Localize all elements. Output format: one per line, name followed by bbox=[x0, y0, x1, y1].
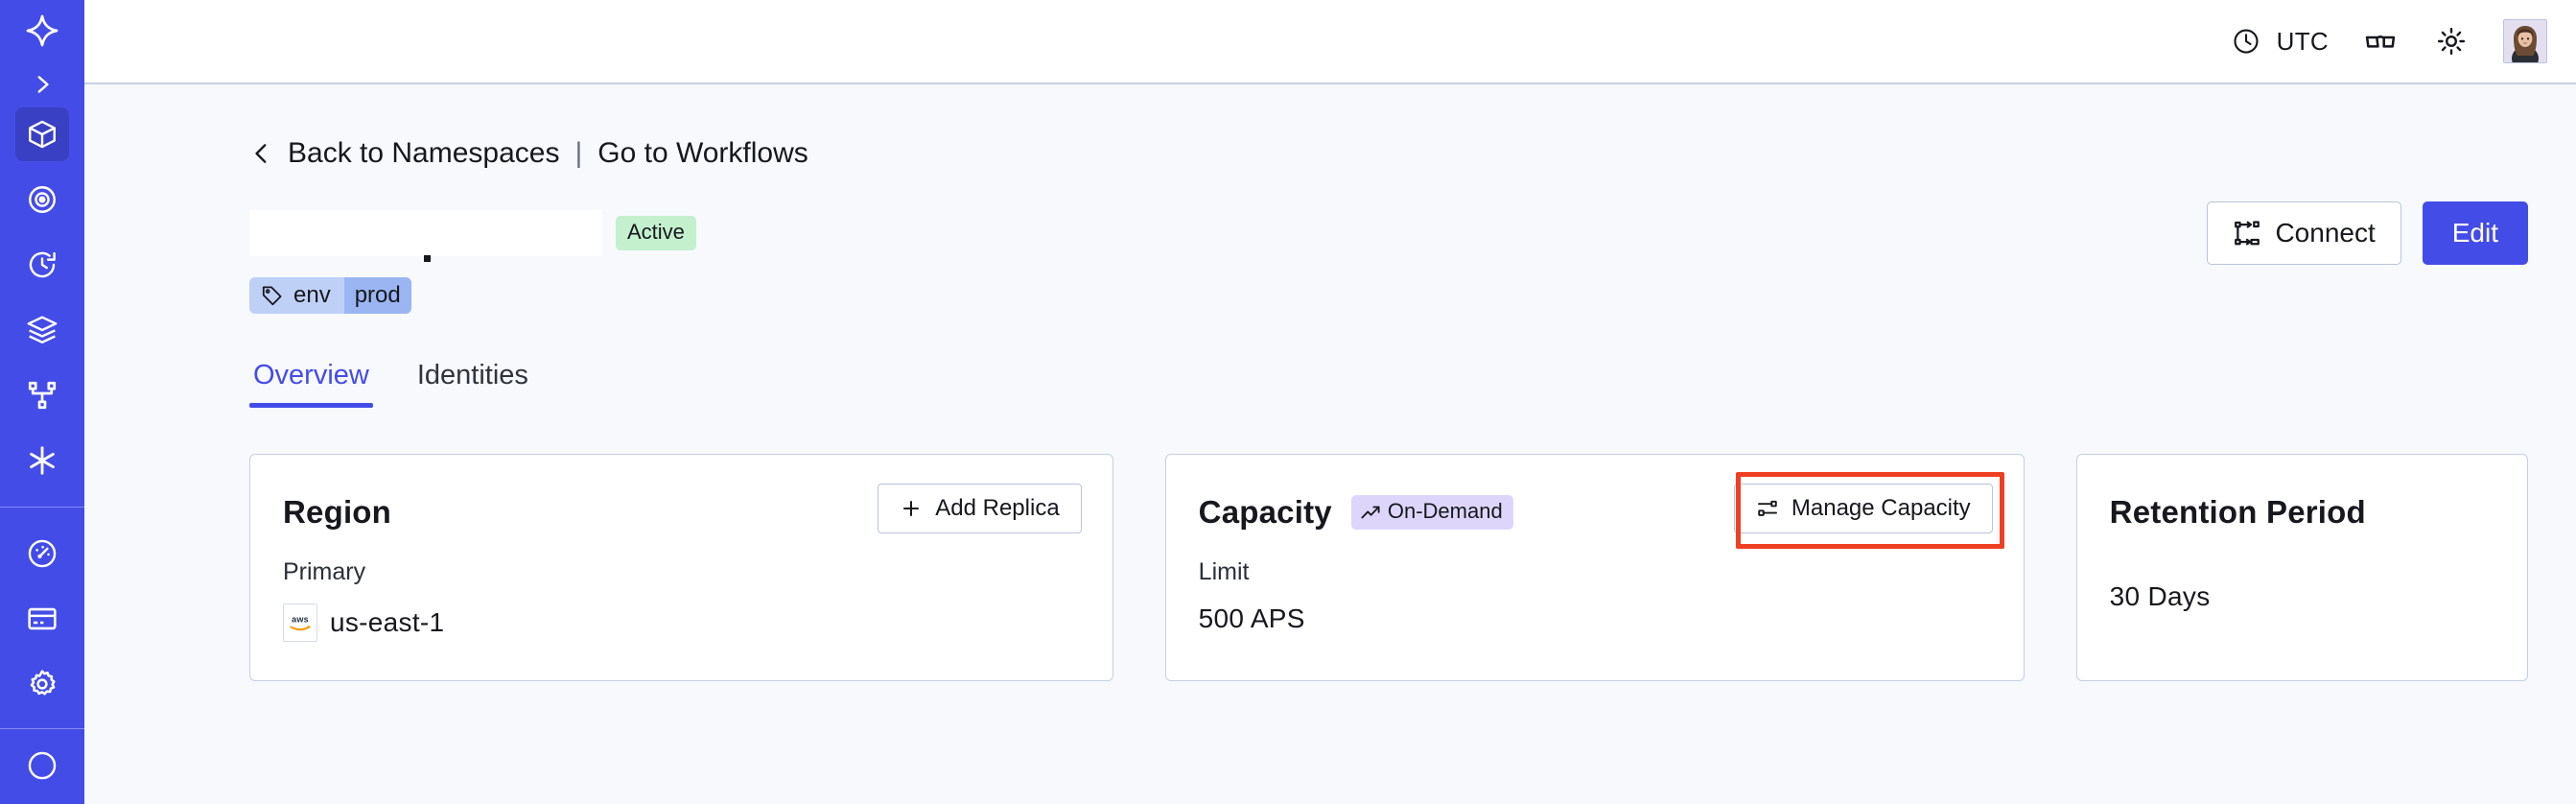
tab-overview-label: Overview bbox=[253, 360, 369, 390]
capacity-card: Capacity On-Demand bbox=[1164, 454, 2025, 681]
sidebar-item-observe[interactable] bbox=[15, 173, 69, 226]
sidebar-item-billing[interactable] bbox=[15, 592, 69, 646]
aws-logo-icon: aws bbox=[283, 603, 317, 642]
add-replica-label: Add Replica bbox=[935, 495, 1060, 521]
sidebar-item-namespaces[interactable] bbox=[15, 107, 69, 161]
breadcrumb-workflows-link[interactable]: Go to Workflows bbox=[597, 137, 808, 169]
breadcrumb-back-link[interactable]: Back to Namespaces bbox=[288, 137, 560, 169]
tabs-container: Overview Identities bbox=[84, 360, 2576, 408]
namespace-name-redaction bbox=[424, 255, 431, 262]
connect-flow-icon bbox=[2233, 219, 2261, 248]
timezone-label: UTC bbox=[2276, 26, 2329, 56]
sidebar-item-settings[interactable] bbox=[15, 657, 69, 711]
sidebar-item-help[interactable] bbox=[15, 739, 69, 792]
sidebar-item-usage[interactable] bbox=[15, 527, 69, 580]
namespace-name bbox=[249, 210, 602, 262]
trending-up-icon bbox=[1360, 502, 1381, 523]
connect-button-label: Connect bbox=[2275, 218, 2376, 248]
overview-cards: Region Add Replica Primary bbox=[249, 454, 2528, 681]
tabs: Overview Identities bbox=[249, 360, 2576, 408]
breadcrumb: Back to Namespaces | Go to Workflows bbox=[249, 137, 2528, 170]
tag-value: prod bbox=[343, 277, 411, 314]
manage-capacity-button[interactable]: Manage Capacity bbox=[1733, 484, 1993, 533]
namespace-actions: Connect Edit bbox=[2207, 201, 2528, 265]
sidebar bbox=[0, 0, 84, 804]
page-content: Back to Namespaces | Go to Workflows Act… bbox=[84, 84, 2576, 804]
manage-capacity-label: Manage Capacity bbox=[1791, 495, 1971, 521]
retention-value: 30 Days bbox=[2109, 581, 2211, 611]
tag-chip-env[interactable]: env prod bbox=[249, 277, 411, 314]
region-primary-value-row: aws us-east-1 bbox=[283, 603, 1080, 642]
chevron-left-icon[interactable] bbox=[249, 138, 274, 169]
retention-card-title: Retention Period bbox=[2109, 494, 2366, 530]
tag-key: env bbox=[293, 282, 331, 308]
capacity-limit-value: 500 APS bbox=[1198, 603, 1305, 633]
timezone-selector[interactable]: UTC bbox=[2227, 22, 2329, 60]
capacity-mode-badge-label: On-Demand bbox=[1387, 499, 1503, 524]
edit-button-label: Edit bbox=[2451, 218, 2498, 248]
breadcrumb-separator: | bbox=[574, 137, 583, 169]
namespace-tags: env prod bbox=[249, 277, 2528, 314]
sidebar-item-layers[interactable] bbox=[15, 303, 69, 357]
clock-icon bbox=[2227, 22, 2265, 60]
retention-card-header: Retention Period bbox=[2110, 487, 2494, 537]
plus-icon bbox=[900, 497, 923, 520]
capacity-card-title: Capacity bbox=[1198, 494, 1332, 530]
sidebar-item-nexus[interactable] bbox=[15, 434, 69, 487]
capacity-card-header: Capacity On-Demand bbox=[1199, 487, 1991, 537]
main-column: UTC bbox=[84, 0, 2576, 804]
top-bar: UTC bbox=[84, 0, 2576, 84]
glasses-icon[interactable] bbox=[2361, 22, 2400, 60]
avatar[interactable] bbox=[2503, 19, 2547, 63]
sidebar-expand-chevron-icon[interactable] bbox=[0, 61, 84, 107]
sliders-icon bbox=[1756, 497, 1779, 520]
sun-icon[interactable] bbox=[2432, 22, 2471, 60]
region-primary-label: Primary bbox=[283, 558, 366, 585]
tab-overview[interactable]: Overview bbox=[249, 360, 373, 408]
tag-icon bbox=[261, 284, 284, 307]
sidebar-divider-bottom bbox=[0, 728, 84, 729]
sidebar-item-history[interactable] bbox=[15, 238, 69, 292]
svg-text:aws: aws bbox=[292, 614, 309, 624]
retention-card: Retention Period 30 Days bbox=[2075, 454, 2528, 681]
sidebar-divider bbox=[0, 507, 84, 508]
sidebar-item-workflows[interactable] bbox=[15, 368, 69, 422]
connect-button[interactable]: Connect bbox=[2207, 201, 2401, 265]
region-primary-value: us-east-1 bbox=[330, 607, 445, 637]
tab-identities-label: Identities bbox=[416, 360, 528, 390]
top-bar-actions: UTC bbox=[2227, 19, 2547, 63]
temporal-logo-icon[interactable] bbox=[0, 0, 84, 61]
status-badge: Active bbox=[616, 216, 696, 250]
add-replica-button[interactable]: Add Replica bbox=[878, 484, 1082, 533]
edit-button[interactable]: Edit bbox=[2422, 201, 2528, 265]
sidebar-secondary-group bbox=[15, 527, 69, 722]
region-card: Region Add Replica Primary bbox=[249, 454, 1113, 681]
capacity-mode-badge: On-Demand bbox=[1350, 495, 1513, 530]
sidebar-primary-group bbox=[15, 107, 69, 499]
region-card-title: Region bbox=[283, 494, 392, 530]
region-card-header: Region bbox=[283, 487, 1080, 537]
capacity-limit-label: Limit bbox=[1198, 558, 1250, 585]
tab-identities[interactable]: Identities bbox=[413, 360, 532, 408]
namespace-header: Active bbox=[249, 201, 2528, 265]
tabs-underline-rule bbox=[249, 405, 2576, 408]
